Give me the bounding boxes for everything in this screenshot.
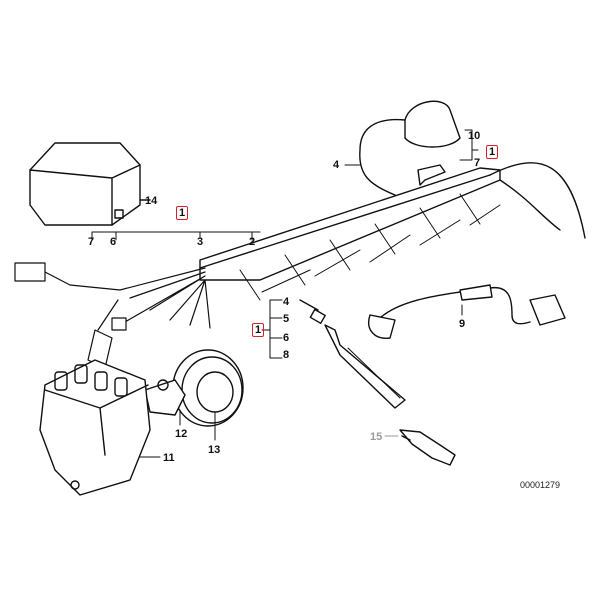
callout-distributor: 11	[163, 452, 175, 464]
callout-cap-10: 10	[468, 130, 481, 142]
plug-connector-part	[261, 299, 406, 409]
callout-harness-2: 2	[249, 236, 256, 248]
callout-harness-7: 7	[88, 236, 95, 248]
callout-cap-7: 7	[474, 157, 481, 169]
harness-rail	[199, 162, 586, 301]
callout-rotor: 12	[175, 428, 188, 440]
callout-cap-group[interactable]: 1	[486, 145, 499, 159]
cover-part	[29, 142, 151, 226]
distributor-cap-part	[39, 359, 161, 496]
sensor-part	[368, 284, 566, 339]
coil-cap-part	[344, 100, 479, 196]
shield-part	[172, 349, 244, 441]
callout-plug-8: 8	[283, 349, 290, 361]
diagram-code: 00001279	[520, 480, 561, 490]
callout-plug-6: 6	[283, 332, 290, 344]
spark-plug-part	[399, 429, 456, 466]
harness-wires	[14, 262, 211, 369]
callout-cover: 14	[145, 195, 158, 207]
callout-sensor: 9	[459, 318, 466, 330]
callout-shield: 13	[208, 444, 221, 456]
callout-plug-group[interactable]: 1	[252, 323, 265, 337]
callout-harness-group[interactable]: 1	[176, 206, 189, 220]
callout-plug-5: 5	[283, 313, 290, 325]
callout-harness-3: 3	[197, 236, 204, 248]
callout-cap-4: 4	[333, 159, 340, 171]
callout-spark-plug: 15	[370, 431, 383, 443]
rotor-part	[144, 379, 186, 426]
callout-plug-4: 4	[283, 296, 290, 308]
callout-harness-6: 6	[110, 236, 117, 248]
